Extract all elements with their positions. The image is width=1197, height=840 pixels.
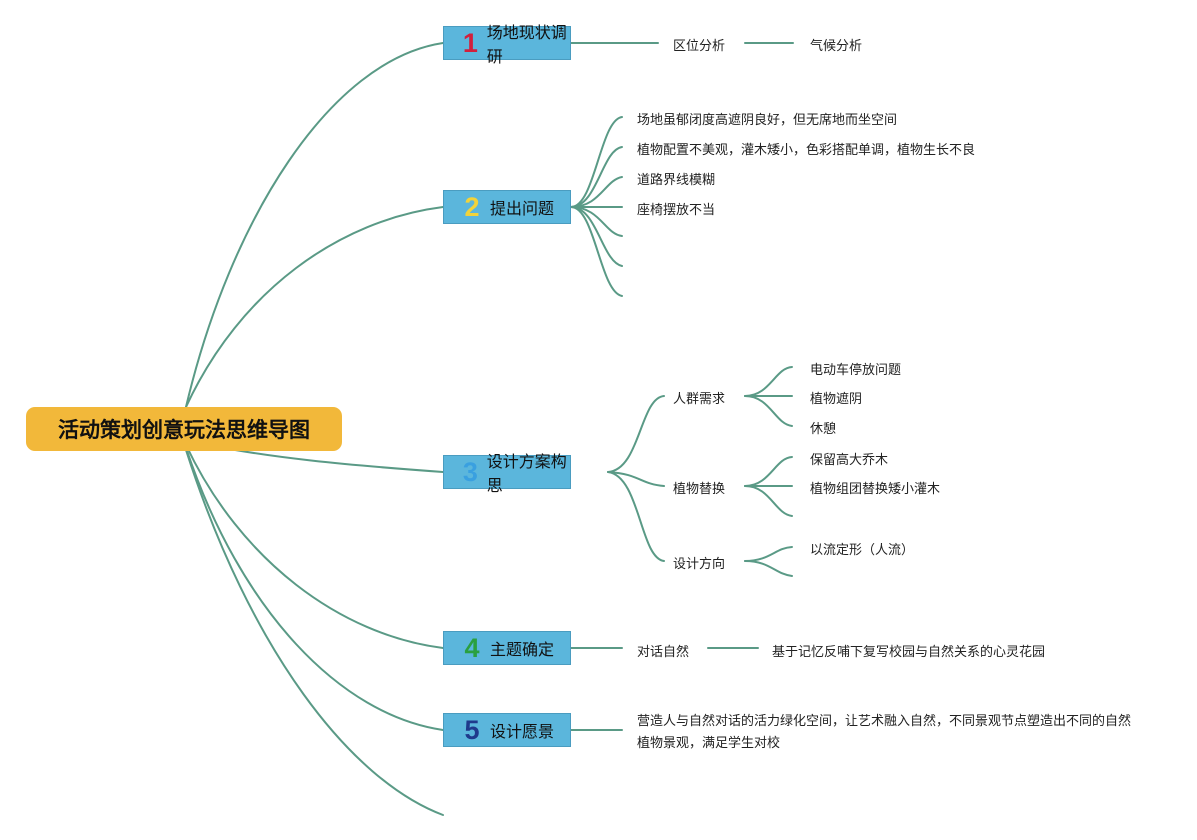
- subtopic-dialogue-nature[interactable]: 对话自然: [637, 645, 690, 660]
- topic-number-5: 5: [464, 714, 480, 745]
- leaf-item[interactable]: 电动车停放问题: [810, 363, 902, 378]
- subtopic-climate-analysis[interactable]: 气候分析: [810, 39, 863, 54]
- vision-text[interactable]: 营造人与自然对话的活力绿化空间，让艺术融入自然，不同景观节点塑造出不同的自然植物…: [637, 714, 1132, 751]
- topic-number-2: 2: [464, 191, 480, 222]
- leaf-item[interactable]: 植物组团替换矮小灌木: [810, 482, 941, 497]
- problem-item[interactable]: 座椅摆放不当: [637, 203, 716, 218]
- leaf-item[interactable]: 植物遮阴: [810, 392, 863, 407]
- topic-label-4: 主题确定: [490, 640, 555, 659]
- root-node[interactable]: 活动策划创意玩法思维导图: [26, 407, 342, 451]
- topic-label-5: 设计愿景: [490, 722, 555, 741]
- topic-number-3: 3: [462, 456, 478, 487]
- root-label: 活动策划创意玩法思维导图: [58, 418, 310, 442]
- leaf-item[interactable]: 以流定形（人流）: [810, 543, 915, 558]
- leaf-item[interactable]: 保留高大乔木: [810, 453, 889, 468]
- topic-node-4[interactable]: 4 主题确定: [443, 631, 571, 665]
- topic-node-2[interactable]: 2 提出问题: [443, 190, 571, 224]
- topic-number-1: 1: [462, 27, 478, 58]
- topic-node-1[interactable]: 1 场地现状调研: [443, 23, 571, 66]
- topic-number-4: 4: [464, 632, 480, 663]
- subtopic-location-analysis[interactable]: 区位分析: [673, 39, 726, 54]
- subtopic-design-direction[interactable]: 设计方向: [673, 557, 726, 572]
- problem-item[interactable]: 场地虽郁闭度高遮阴良好，但无席地而坐空间: [637, 113, 898, 128]
- subtopic-theme-detail[interactable]: 基于记忆反哺下复写校园与自然关系的心灵花园: [772, 645, 1046, 660]
- leaf-item[interactable]: 休憩: [810, 422, 837, 437]
- topic-label-3: 设计方案构思: [486, 452, 567, 495]
- topic-label-2: 提出问题: [490, 199, 555, 218]
- subtopic-plant-replacement[interactable]: 植物替换: [673, 482, 726, 497]
- topic-node-3[interactable]: 3 设计方案构思: [443, 452, 571, 495]
- topic-node-5[interactable]: 5 设计愿景: [443, 713, 571, 747]
- problem-item[interactable]: 植物配置不美观，灌木矮小，色彩搭配单调，植物生长不良: [637, 143, 976, 158]
- topic-label-1: 场地现状调研: [486, 23, 567, 66]
- problem-item[interactable]: 道路界线模糊: [637, 173, 716, 188]
- subtopic-crowd-needs[interactable]: 人群需求: [673, 392, 726, 407]
